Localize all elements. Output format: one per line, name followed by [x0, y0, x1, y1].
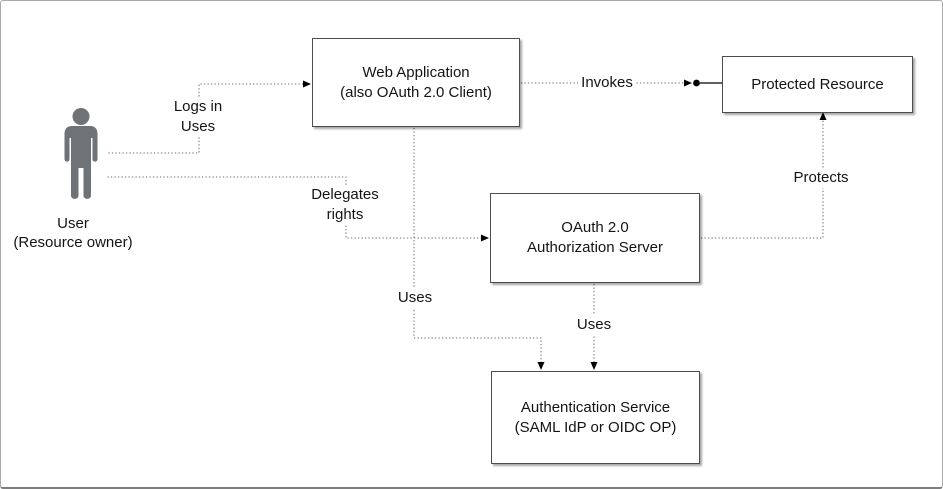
- node-label-line: (SAML IdP or OIDC OP): [514, 418, 677, 436]
- node-authentication-service: Authentication Service (SAML IdP or OIDC…: [491, 371, 700, 464]
- node-web-application: Web Application (also OAuth 2.0 Client): [312, 38, 520, 127]
- edge-label-line: rights: [326, 205, 364, 223]
- node-label-line: OAuth 2.0: [561, 219, 629, 236]
- user-label-line1: User: [57, 215, 89, 232]
- arrowhead-icon: [590, 362, 598, 370]
- edge-label-line: Uses: [576, 316, 612, 333]
- edge-label-line: Protects: [793, 169, 849, 186]
- arrowhead-icon: [819, 112, 827, 120]
- connector-dot-icon: [693, 79, 700, 87]
- arrowhead-icon: [537, 362, 545, 370]
- edge-label-webapp-uses: Uses: [394, 288, 436, 308]
- user-label-line2: (Resource owner): [13, 234, 133, 251]
- edge-delegates-line: [107, 176, 482, 239]
- edge-label-line: Uses: [397, 289, 433, 306]
- edge-label-line: Invokes: [581, 74, 633, 91]
- user-icon: [64, 108, 98, 199]
- node-protected-resource: Protected Resource: [722, 56, 913, 113]
- arrowhead-icon: [303, 80, 311, 88]
- edge-label-line: Delegates: [311, 186, 379, 203]
- user-label: User (Resource owner): [2, 214, 144, 252]
- edge-label-logs-in: Logs in Uses: [170, 97, 226, 136]
- arrowhead-icon: [684, 79, 692, 87]
- node-label-line: (also OAuth 2.0 Client): [340, 83, 492, 101]
- arrowhead-icon: [481, 234, 489, 242]
- user-actor: [61, 108, 101, 201]
- edge-label-delegates-rights: Delegates rights: [308, 185, 382, 224]
- edge-label-invokes: Invokes: [578, 73, 636, 93]
- edge-label-protects: Protects: [790, 168, 852, 188]
- node-oauth-authorization-server: OAuth 2.0 Authorization Server: [490, 193, 700, 283]
- node-label-line: Authentication Service: [520, 398, 671, 416]
- edge-label-line: Logs in: [173, 98, 223, 115]
- node-label-line: Authorization Server: [527, 239, 663, 256]
- node-label-line: Protected Resource: [751, 75, 884, 93]
- node-label-line: Web Application: [362, 63, 470, 81]
- edge-label-line: Uses: [180, 117, 216, 135]
- edge-label-oauth-uses: Uses: [573, 315, 615, 335]
